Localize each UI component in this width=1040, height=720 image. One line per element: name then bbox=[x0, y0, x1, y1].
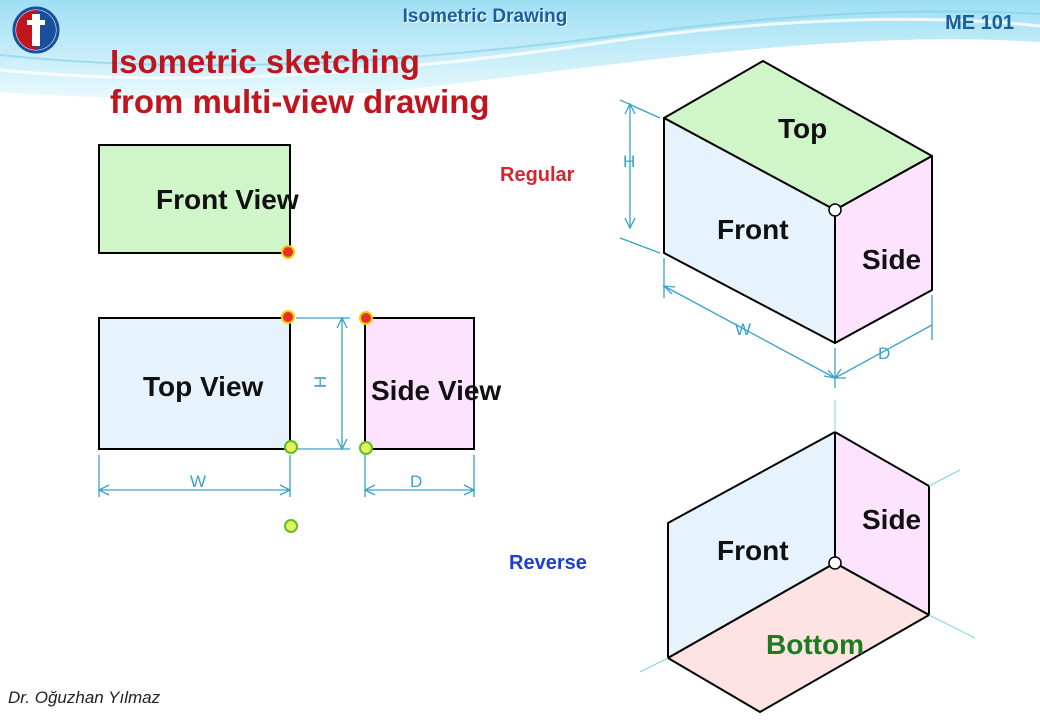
reverse-side-face-label: Side bbox=[862, 504, 922, 535]
regular-front-face-label: Front bbox=[717, 214, 789, 245]
front-view-rect bbox=[98, 144, 291, 254]
regular-origin-dot bbox=[828, 203, 842, 217]
side-view-rect bbox=[364, 317, 475, 450]
regular-dim-h: H bbox=[623, 152, 636, 171]
reverse-front-face-label: Front bbox=[717, 535, 789, 566]
multiview-dim-w: W bbox=[190, 472, 207, 491]
front-view-label: Front View bbox=[156, 184, 299, 215]
reverse-origin-dot bbox=[828, 556, 842, 570]
regular-top-face-label: Top bbox=[778, 113, 828, 144]
side-view-label: Side View bbox=[371, 375, 502, 406]
regular-isometric-box bbox=[663, 60, 933, 344]
multiview-dimensions bbox=[97, 316, 476, 497]
regular-side-face-label: Side bbox=[862, 244, 922, 275]
slide-title: Isometric sketching from multi-view draw… bbox=[110, 42, 490, 122]
course-code: ME 101 bbox=[945, 12, 1014, 34]
slide-title-line2: from multi-view drawing bbox=[110, 83, 490, 120]
top-view-rect bbox=[98, 317, 291, 450]
university-logo-icon bbox=[12, 6, 60, 54]
slide-title-line1: Isometric sketching bbox=[110, 43, 420, 80]
reverse-bottom-face-label: Bottom bbox=[766, 629, 864, 660]
regular-isometric-dimensions bbox=[619, 99, 933, 388]
author-name: Dr. Oğuzhan Yılmaz bbox=[8, 688, 161, 707]
reverse-label: Reverse bbox=[509, 552, 587, 574]
reverse-isometric-box bbox=[667, 431, 930, 713]
regular-label: Regular bbox=[500, 164, 575, 186]
header-title: Isometric Drawing bbox=[402, 6, 568, 27]
reverse-axis-lines bbox=[639, 400, 976, 673]
regular-dim-d: D bbox=[878, 344, 891, 363]
multiview-dim-d: D bbox=[410, 472, 423, 491]
regular-dim-w: W bbox=[735, 320, 752, 339]
multiview-dim-h: H bbox=[311, 375, 331, 389]
corner-markers bbox=[281, 245, 373, 533]
header-banner bbox=[0, 0, 1040, 99]
top-view-label: Top View bbox=[143, 371, 264, 402]
